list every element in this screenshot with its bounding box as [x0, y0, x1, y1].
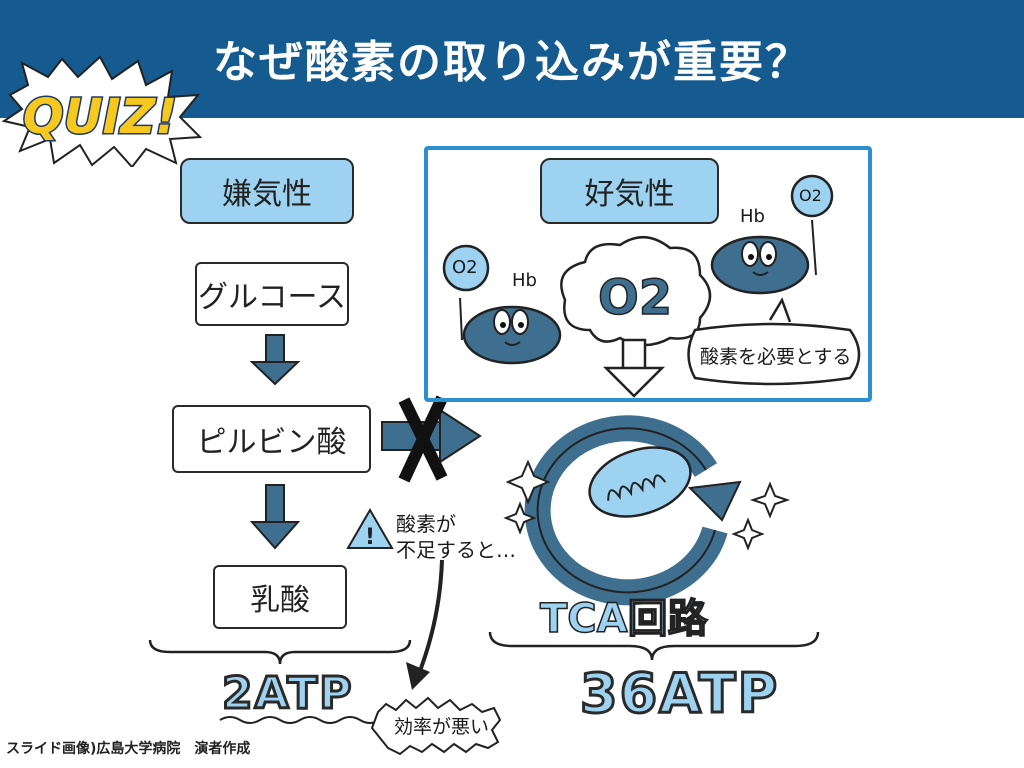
efficiency-text: 効率が悪い: [394, 716, 490, 738]
lactate-text: 乳酸: [250, 583, 310, 618]
anaerobic-label: 嫌気性: [180, 158, 354, 224]
atp-left: 2ATP: [221, 667, 354, 721]
need-oxygen-text: 酸素を必要とする: [700, 346, 852, 368]
atp-right: 36ATP: [578, 661, 780, 727]
aerobic-frame: [424, 146, 872, 402]
curved-arrow-head: [406, 662, 430, 690]
curved-arrow: [416, 559, 444, 677]
pyruvate-box: ピルビン酸: [172, 405, 371, 473]
anaerobic-text: 嫌気性: [222, 177, 312, 212]
hb-label-left: Hb: [512, 270, 537, 291]
lactate-box: 乳酸: [213, 565, 347, 629]
down-arrow-1: [249, 334, 301, 386]
pyruvate-text: ピルビン酸: [196, 425, 347, 460]
footer-credit: スライド画像)広島大学病院 演者作成: [6, 741, 251, 757]
hb-label-right: Hb: [740, 206, 765, 227]
tca-cycle-icon: [524, 415, 742, 606]
glucose-box: グルコース: [195, 262, 349, 326]
tca-cycle-label: TCA回路: [539, 595, 708, 643]
o2-cloud-text: O2: [597, 269, 673, 327]
page-title: なぜ酸素の取り込みが重要？: [213, 37, 811, 88]
warning-text-1: 酸素が: [396, 512, 456, 536]
svg-text:!: !: [365, 525, 375, 550]
aerobic-label: 好気性: [540, 158, 719, 224]
warning-text-2: 不足すると…: [396, 538, 516, 562]
left-brace: [148, 639, 412, 665]
blocked-arrow: [381, 395, 482, 483]
quiz-text: QUIZ!: [23, 89, 177, 145]
aerobic-text: 好気性: [584, 177, 675, 212]
warning-icon: !: [346, 508, 394, 550]
glucose-text: グルコース: [198, 280, 346, 315]
o2-text-left: O2: [452, 257, 478, 278]
o2-text-right: O2: [799, 186, 822, 205]
down-arrow-2: [249, 484, 301, 550]
quiz-badge: QUIZ!: [1, 55, 203, 167]
sparkle-icons: [503, 459, 791, 551]
starburst-shape: [1, 55, 203, 167]
